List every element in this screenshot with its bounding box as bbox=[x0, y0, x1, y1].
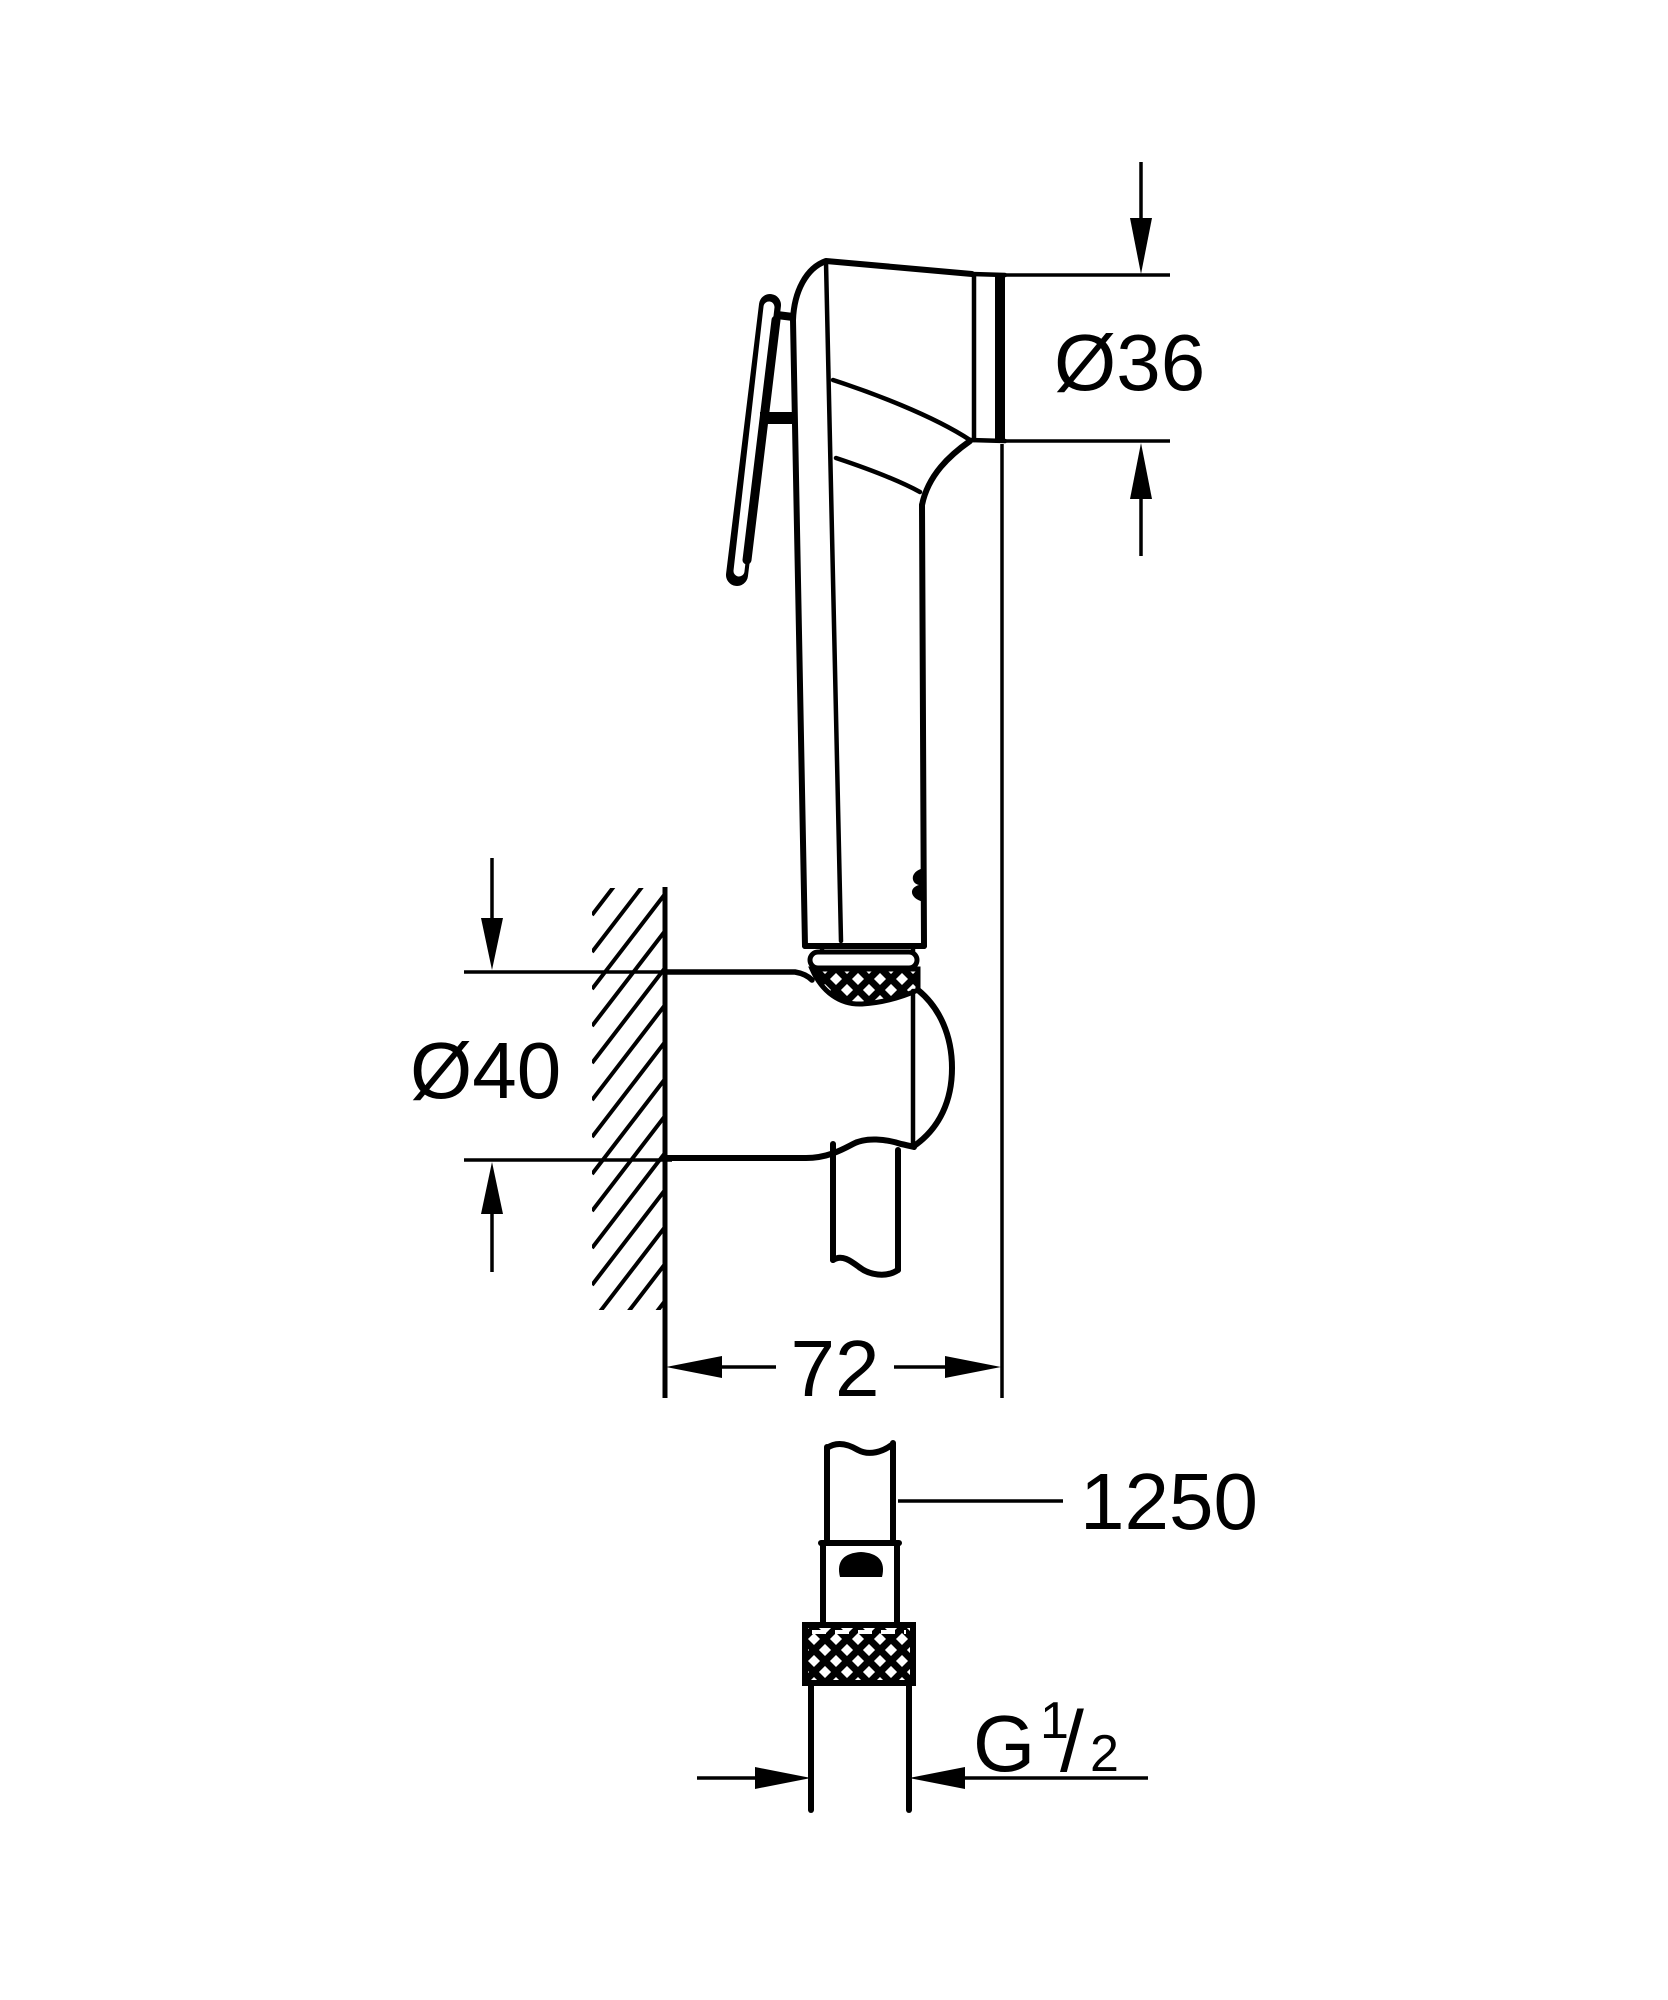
dim72-right-arrowhead bbox=[945, 1356, 1001, 1378]
dimension-wall-to-face: 72 bbox=[666, 444, 1004, 1413]
hose-lower-break-line bbox=[824, 1440, 896, 1456]
thread-slash: / bbox=[1060, 1694, 1084, 1790]
dim36-bottom-arrowhead bbox=[1130, 443, 1152, 499]
dimension-thread-size: G 1 / 2 bbox=[697, 1666, 1148, 1790]
holder-top-line bbox=[662, 969, 815, 983]
handle-connector-nut bbox=[807, 949, 920, 971]
hatch-line bbox=[592, 966, 665, 1065]
dim40-bottom-arrowhead bbox=[481, 1162, 503, 1214]
thread-numerator: 1 bbox=[1040, 1692, 1069, 1750]
hatch-line bbox=[592, 1188, 665, 1287]
trigger-right-thick-edge bbox=[742, 315, 781, 565]
hatch-line bbox=[598, 1225, 665, 1310]
trigger-bridge-top bbox=[776, 311, 794, 321]
head-contour-lower bbox=[833, 455, 923, 495]
nozzle-face-bottom-edge bbox=[967, 437, 1008, 444]
knurled-coupling-nut bbox=[802, 1622, 916, 1686]
spray-face-diameter-label: Ø36 bbox=[1054, 318, 1205, 407]
dimg12-right-arrowhead bbox=[909, 1767, 965, 1789]
wall-holder bbox=[662, 969, 955, 1161]
dimension-spray-face-diameter: Ø36 bbox=[1003, 162, 1205, 556]
wall-to-face-label: 72 bbox=[791, 1324, 880, 1413]
thread-denominator: 2 bbox=[1090, 1725, 1119, 1783]
hatch-line bbox=[627, 1262, 665, 1310]
trigger-bar-fill bbox=[733, 301, 775, 577]
thread-size-label: G 1 / 2 bbox=[973, 1666, 1119, 1790]
head-contour-upper bbox=[830, 377, 973, 443]
hose-upper-break-line bbox=[830, 1254, 901, 1278]
hatch-line bbox=[592, 1003, 665, 1102]
hatch-line bbox=[592, 1077, 665, 1176]
dimension-holder-diameter: Ø40 bbox=[410, 858, 672, 1272]
holder-ball-bulge bbox=[911, 987, 955, 1149]
trigger-lever bbox=[726, 294, 796, 586]
dimg12-left-arrowhead bbox=[755, 1767, 811, 1789]
hatch-line bbox=[592, 929, 665, 1028]
hatch-line bbox=[592, 888, 616, 917]
connector-logo-mark bbox=[838, 1552, 884, 1577]
dimension-hose-length: 1250 bbox=[898, 1457, 1258, 1546]
hatch-line bbox=[592, 888, 644, 954]
head-inner-edge bbox=[823, 259, 844, 944]
handle-left-edge bbox=[790, 317, 808, 949]
spray-head bbox=[790, 258, 1008, 1007]
hose-connector bbox=[802, 1440, 916, 1813]
thread-letter: G bbox=[973, 1699, 1035, 1788]
hatch-line bbox=[592, 1151, 665, 1250]
head-shoulder bbox=[919, 438, 973, 508]
nozzle-face-top-edge bbox=[969, 271, 1008, 278]
hatch-line bbox=[592, 1114, 665, 1213]
holder-diameter-label: Ø40 bbox=[410, 1026, 561, 1115]
holder-bottom-line bbox=[662, 1136, 917, 1161]
nozzle-face bbox=[967, 271, 1008, 444]
hose-length-label: 1250 bbox=[1080, 1457, 1258, 1546]
hose-upper bbox=[830, 1141, 901, 1278]
dim72-left-arrowhead bbox=[666, 1356, 722, 1378]
hatch-line bbox=[592, 1040, 665, 1139]
dim40-top-arrowhead bbox=[481, 918, 503, 970]
dim36-top-arrowhead bbox=[1130, 218, 1152, 274]
handle-hook-detail bbox=[911, 868, 924, 902]
